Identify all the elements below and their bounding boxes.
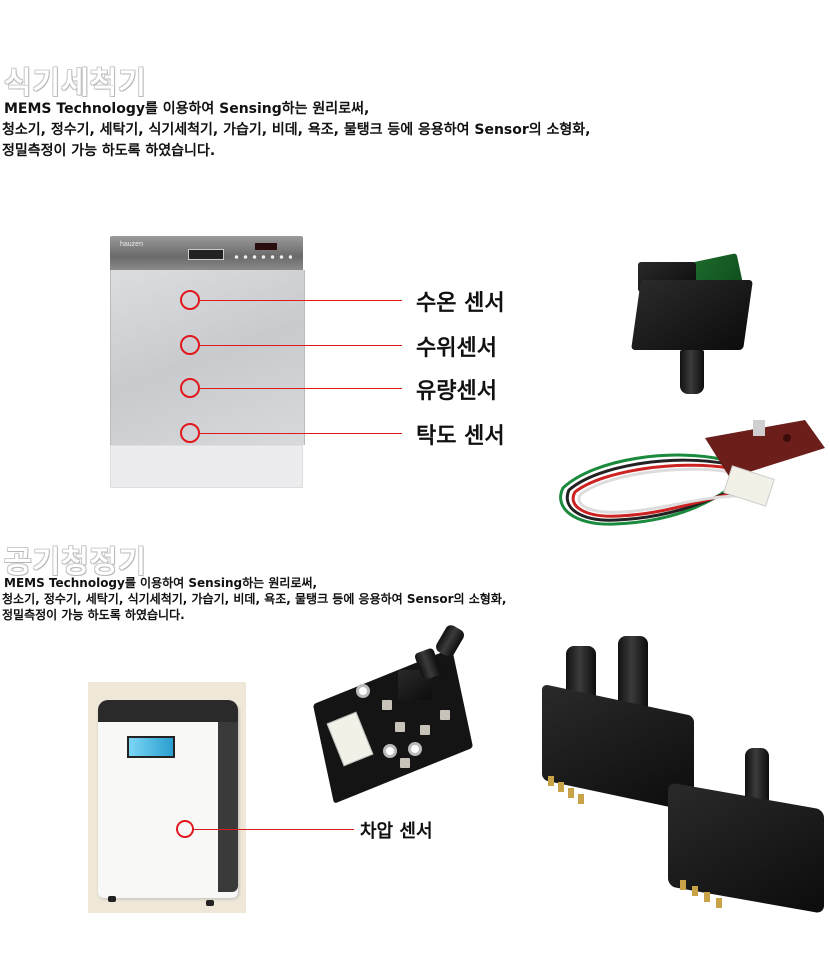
- pcb-pad: [395, 722, 405, 732]
- flow-sensor-image: [559, 420, 825, 526]
- water-level-sensor-label: 수위센서: [416, 336, 497, 361]
- section-title-dishwasher: 식기세척기: [4, 66, 147, 101]
- dishwasher-display: [255, 243, 277, 250]
- dishwasher-description: MEMS Technology를 이용하여 Sensing하는 원리로써, 청소…: [2, 99, 590, 162]
- dishwasher-control-panel: hauzen: [110, 236, 303, 270]
- sensor-screw-hole: [783, 434, 791, 442]
- pcb-pad: [382, 700, 392, 710]
- water-temp-sensor-label: 수온 센서: [416, 291, 505, 316]
- pcb-pad: [420, 725, 430, 735]
- twin-sensor-pin: [558, 782, 564, 792]
- air-purifier-description: MEMS Technology를 이용하여 Sensing하는 원리로써, 청소…: [2, 575, 506, 623]
- section-title-air-purifier: 공기청정기: [4, 545, 147, 580]
- differential-pressure-sensor-marker: [176, 820, 194, 838]
- water-level-sensor-line: [200, 345, 402, 346]
- flow-sensor-line: [200, 388, 402, 389]
- dishwasher-brand-logo: hauzen: [120, 241, 143, 248]
- dishwasher-kickplate: [110, 445, 303, 488]
- sensor-wire-white: [577, 467, 742, 514]
- sensor-housing: [631, 280, 753, 350]
- twin-sensor-nozzle-right: [618, 636, 648, 708]
- twin-sensor-pin: [548, 776, 554, 786]
- description-line: 정밀측정이 가능 하도록 하였습니다.: [2, 143, 216, 159]
- twin-sensor-pin: [578, 794, 584, 804]
- description-line: 정밀측정이 가능 하도록 하였습니다.: [2, 608, 185, 622]
- air-purifier-body: [98, 702, 238, 898]
- turbidity-sensor-marker: [180, 423, 200, 443]
- pcb-mount-hole: [383, 744, 397, 758]
- dishwasher-buttons: [232, 254, 292, 260]
- pcb-mount-hole: [408, 742, 422, 756]
- description-line: 청소기, 정수기, 세탁기, 식기세척기, 가습기, 비데, 욕조, 물탱크 등…: [2, 592, 507, 606]
- sensor-metal-fitting: [753, 420, 765, 436]
- sensor-wire-green: [559, 453, 736, 526]
- dishwasher-door: [110, 270, 305, 445]
- description-line: MEMS Technology를 이용하여 Sensing하는 원리로써,: [4, 101, 370, 117]
- air-purifier-top: [98, 700, 238, 722]
- description-line: MEMS Technology를 이용하여 Sensing하는 원리로써,: [4, 576, 318, 590]
- dishwasher-image: hauzen: [110, 236, 305, 488]
- water-temp-sensor-line: [200, 300, 402, 301]
- pcb-pad: [440, 710, 450, 720]
- air-purifier-side-panel: [218, 722, 238, 892]
- sensor-red-housing: [705, 420, 825, 478]
- sensor-wire-red: [571, 463, 740, 518]
- turbidity-sensor-line: [200, 433, 402, 434]
- turbidity-sensor-label: 탁도 센서: [416, 424, 505, 449]
- dishwasher-slot: [188, 249, 224, 260]
- sensor-nozzle: [680, 350, 704, 394]
- air-purifier-display: [127, 736, 175, 758]
- single-sensor-pin: [680, 880, 686, 890]
- flow-sensor-label: 유량센서: [416, 379, 497, 404]
- water-temp-sensor-marker: [180, 290, 200, 310]
- pcb-pad: [400, 758, 410, 768]
- flow-sensor-marker: [180, 378, 200, 398]
- air-purifier-foot: [108, 896, 116, 902]
- water-level-sensor-marker: [180, 335, 200, 355]
- single-sensor-pin: [704, 892, 710, 902]
- pcb-mount-hole: [356, 684, 370, 698]
- differential-pressure-sensor-line: [194, 829, 354, 830]
- twin-sensor-pin: [568, 788, 574, 798]
- air-purifier-foot: [206, 900, 214, 906]
- sensor-connector-white: [723, 465, 775, 507]
- description-line: 청소기, 정수기, 세탁기, 식기세척기, 가습기, 비데, 욕조, 물탱크 등…: [2, 122, 591, 138]
- differential-pressure-sensor-label: 차압 센서: [360, 821, 433, 842]
- single-sensor-pin: [716, 898, 722, 908]
- sensor-wire-black: [565, 458, 738, 522]
- single-sensor-pin: [692, 886, 698, 896]
